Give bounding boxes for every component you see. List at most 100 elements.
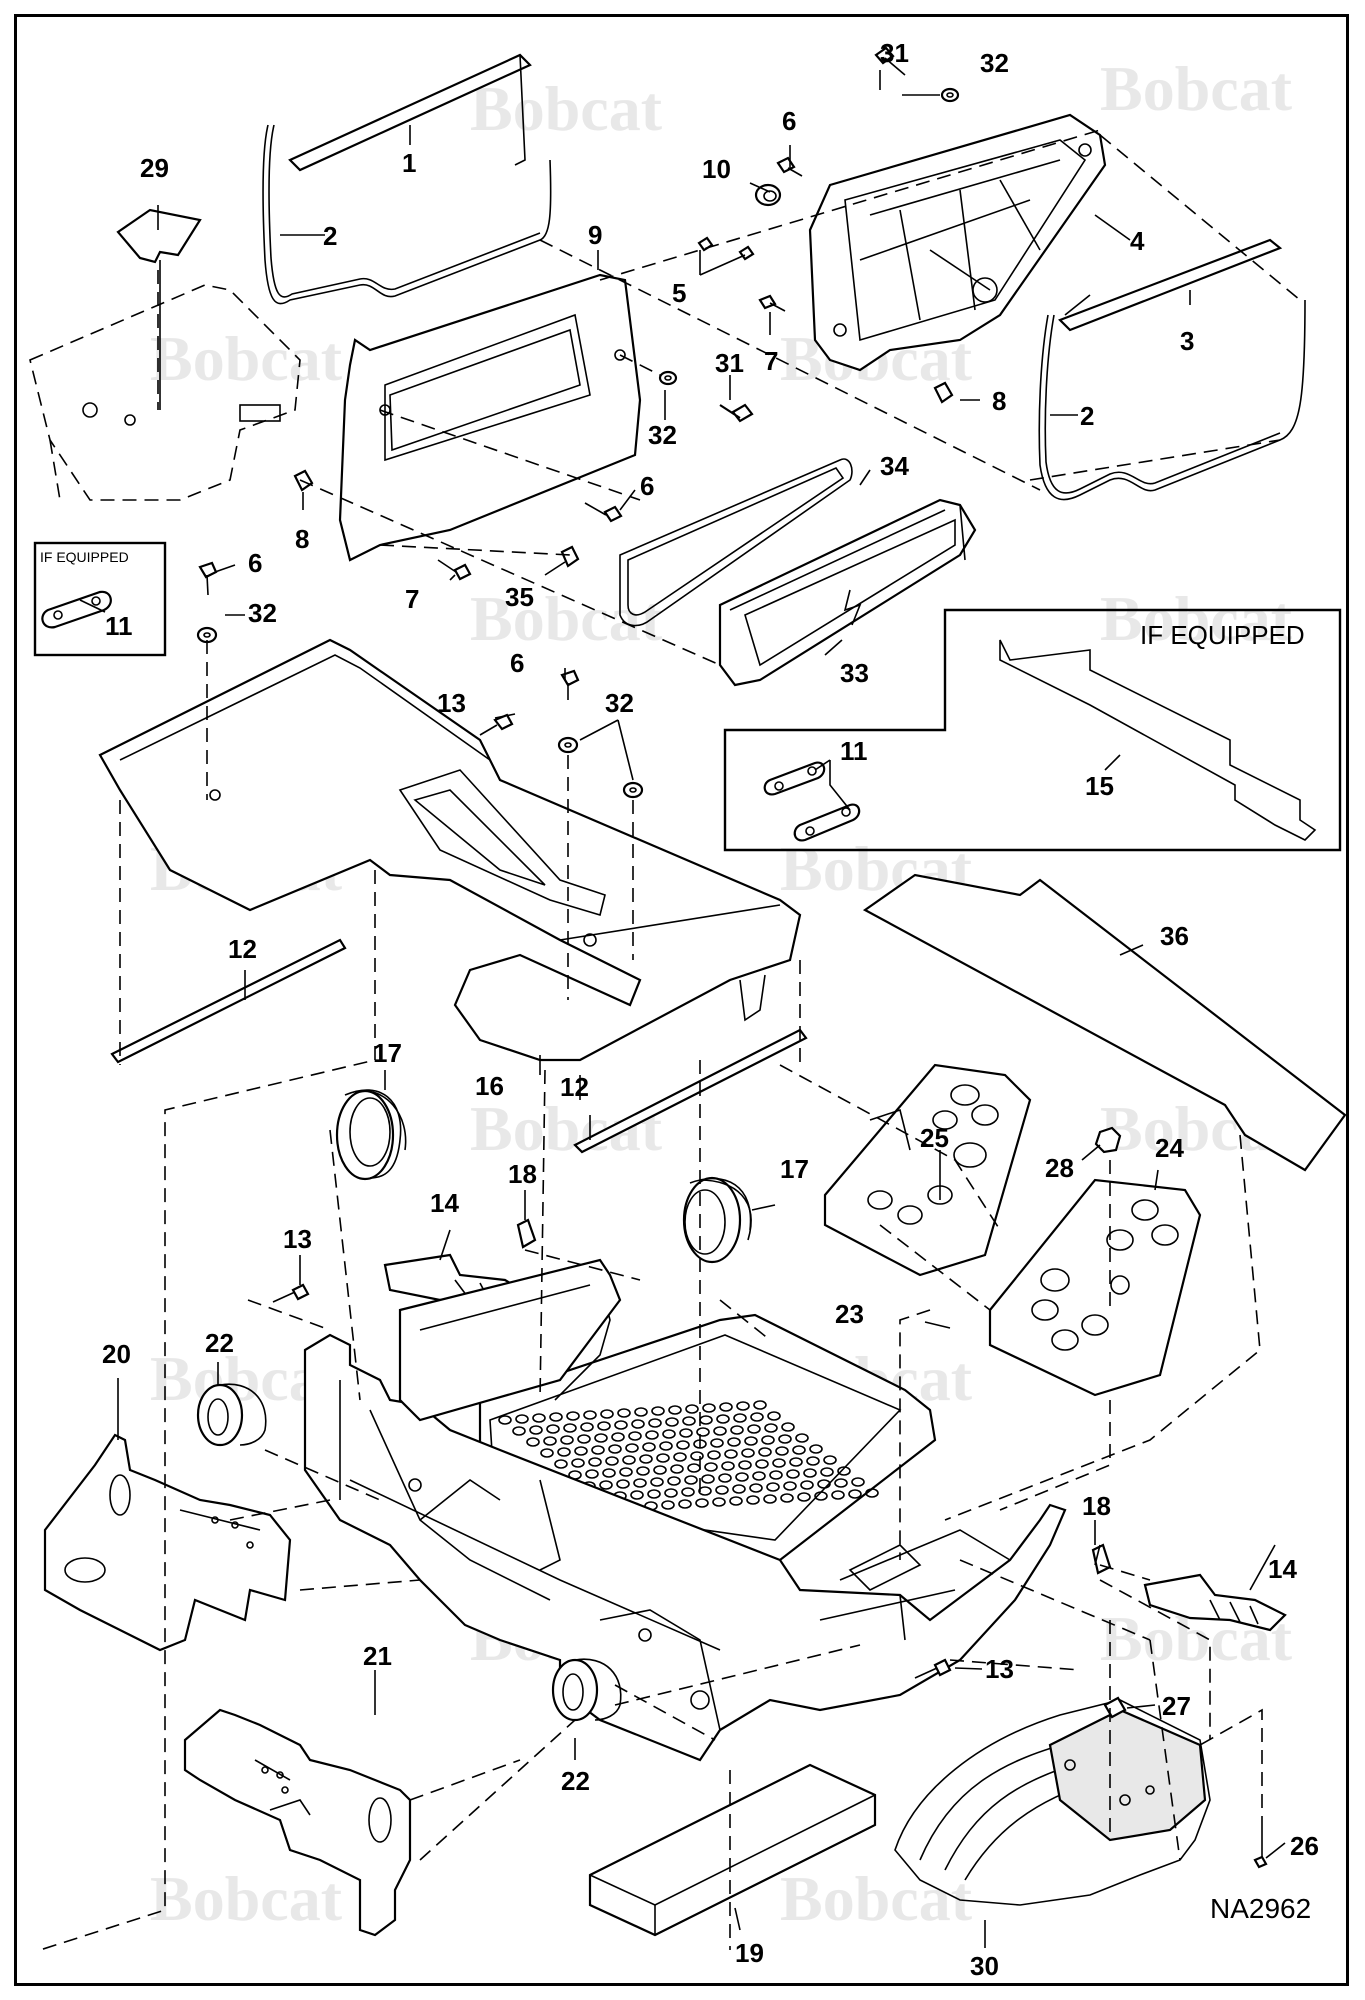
perforation-hole bbox=[721, 1461, 735, 1471]
callout-31: 31 bbox=[880, 38, 909, 68]
perforation-hole bbox=[730, 1425, 744, 1435]
callout-26: 26 bbox=[1290, 1831, 1319, 1861]
part-34-seal-frame bbox=[619, 458, 853, 627]
callout-13: 13 bbox=[985, 1654, 1014, 1684]
perforation-hole bbox=[797, 1492, 811, 1502]
perforation-hole bbox=[599, 1480, 613, 1490]
perforation-hole bbox=[526, 1437, 540, 1447]
perforation-hole bbox=[761, 1435, 775, 1445]
perforation-hole bbox=[764, 1423, 778, 1433]
callout-5: 5 bbox=[672, 278, 686, 308]
leader-lines bbox=[79, 70, 1286, 1948]
perforation-hole bbox=[560, 1435, 574, 1445]
perforation-hole bbox=[733, 1413, 747, 1423]
perforation-hole bbox=[670, 1464, 684, 1474]
perforation-hole bbox=[628, 1431, 642, 1441]
perforation-hole bbox=[732, 1484, 746, 1494]
perforation-hole bbox=[752, 1471, 766, 1481]
perforation-hole bbox=[636, 1466, 650, 1476]
perforation-hole bbox=[546, 1424, 560, 1434]
callout-32: 32 bbox=[605, 688, 634, 718]
perforation-hole bbox=[718, 1473, 732, 1483]
perforation-hole bbox=[653, 1465, 667, 1475]
perforation-hole bbox=[608, 1444, 622, 1454]
perforation-hole bbox=[659, 1441, 673, 1451]
perforation-hole bbox=[736, 1401, 750, 1411]
perforation-hole bbox=[647, 1489, 661, 1499]
callout-10: 10 bbox=[702, 154, 731, 184]
lightning-bolt-icon bbox=[843, 589, 862, 626]
part-9-panel bbox=[338, 273, 642, 562]
callout-24: 24 bbox=[1155, 1133, 1184, 1163]
watermark: Bobcat bbox=[1100, 583, 1293, 654]
diagram-border bbox=[14, 14, 1349, 1986]
perforation-hole bbox=[780, 1493, 794, 1503]
perforation-hole bbox=[735, 1472, 749, 1482]
callout-11: 11 bbox=[840, 736, 868, 766]
perforation-hole bbox=[665, 1417, 679, 1427]
perforation-hole bbox=[549, 1412, 563, 1422]
part-36-strip bbox=[862, 873, 1347, 1172]
watermark: Bobcat bbox=[150, 323, 343, 394]
part-20-side-plate bbox=[43, 1433, 292, 1652]
part-18-block-left bbox=[516, 1218, 537, 1249]
callout-16: 16 bbox=[475, 1071, 504, 1101]
perforation-hole bbox=[614, 1420, 628, 1430]
perforation-hole bbox=[820, 1467, 834, 1477]
perforation-hole bbox=[639, 1454, 653, 1464]
perforation-hole bbox=[662, 1429, 676, 1439]
perforation-hole bbox=[583, 1410, 597, 1420]
part-3-seal bbox=[1058, 238, 1283, 332]
if-equipped-label-small: IF EQUIPPED bbox=[40, 549, 129, 565]
callout-21: 21 bbox=[363, 1641, 392, 1671]
perforation-hole bbox=[763, 1494, 777, 1504]
perforation-hole bbox=[633, 1478, 647, 1488]
callout-9: 9 bbox=[588, 220, 602, 250]
perforation-hole bbox=[554, 1459, 568, 1469]
perforation-hole bbox=[676, 1440, 690, 1450]
perforation-hole bbox=[532, 1413, 546, 1423]
callout-32: 32 bbox=[980, 48, 1009, 78]
callout-19: 19 bbox=[735, 1938, 764, 1968]
callout-6: 6 bbox=[248, 548, 262, 578]
part-22-grommet-upper bbox=[196, 1383, 267, 1447]
part-16-floor-panel bbox=[98, 638, 802, 1075]
perforation-hole bbox=[679, 1428, 693, 1438]
perforation-hole bbox=[591, 1445, 605, 1455]
perforation-hole bbox=[719, 1402, 733, 1412]
perforation-hole bbox=[529, 1425, 543, 1435]
callout-23: 23 bbox=[835, 1299, 864, 1329]
callout-17: 17 bbox=[780, 1154, 809, 1184]
perforation-hole bbox=[631, 1419, 645, 1429]
perforation-hole bbox=[515, 1414, 529, 1424]
perforation-hole bbox=[837, 1466, 851, 1476]
perforation-hole bbox=[789, 1457, 803, 1467]
callout-12: 12 bbox=[560, 1072, 589, 1102]
perforation-hole bbox=[574, 1446, 588, 1456]
perforation-hole bbox=[702, 1403, 716, 1413]
callout-15: 15 bbox=[1085, 771, 1114, 801]
perforation-hole bbox=[685, 1404, 699, 1414]
part-15-strip bbox=[999, 639, 1317, 841]
callout-17: 17 bbox=[373, 1038, 402, 1068]
callout-6: 6 bbox=[782, 106, 796, 136]
frame-section-top-left bbox=[29, 260, 301, 501]
perforation-hole bbox=[605, 1456, 619, 1466]
perforation-hole bbox=[622, 1455, 636, 1465]
callout-14: 14 bbox=[1268, 1554, 1297, 1584]
perforation-hole bbox=[645, 1430, 659, 1440]
perforation-hole bbox=[512, 1426, 526, 1436]
part-21-side-plate bbox=[183, 1708, 412, 1937]
perforation-hole bbox=[650, 1477, 664, 1487]
perforation-hole bbox=[724, 1449, 738, 1459]
part-4-cover bbox=[808, 113, 1107, 372]
callout-6: 6 bbox=[640, 471, 654, 501]
callout-22: 22 bbox=[561, 1766, 590, 1796]
perforation-hole bbox=[772, 1458, 786, 1468]
perforation-hole bbox=[684, 1475, 698, 1485]
callout-32: 32 bbox=[648, 420, 677, 450]
perforation-hole bbox=[617, 1408, 631, 1418]
perforation-hole bbox=[792, 1445, 806, 1455]
callout-22: 22 bbox=[205, 1328, 234, 1358]
